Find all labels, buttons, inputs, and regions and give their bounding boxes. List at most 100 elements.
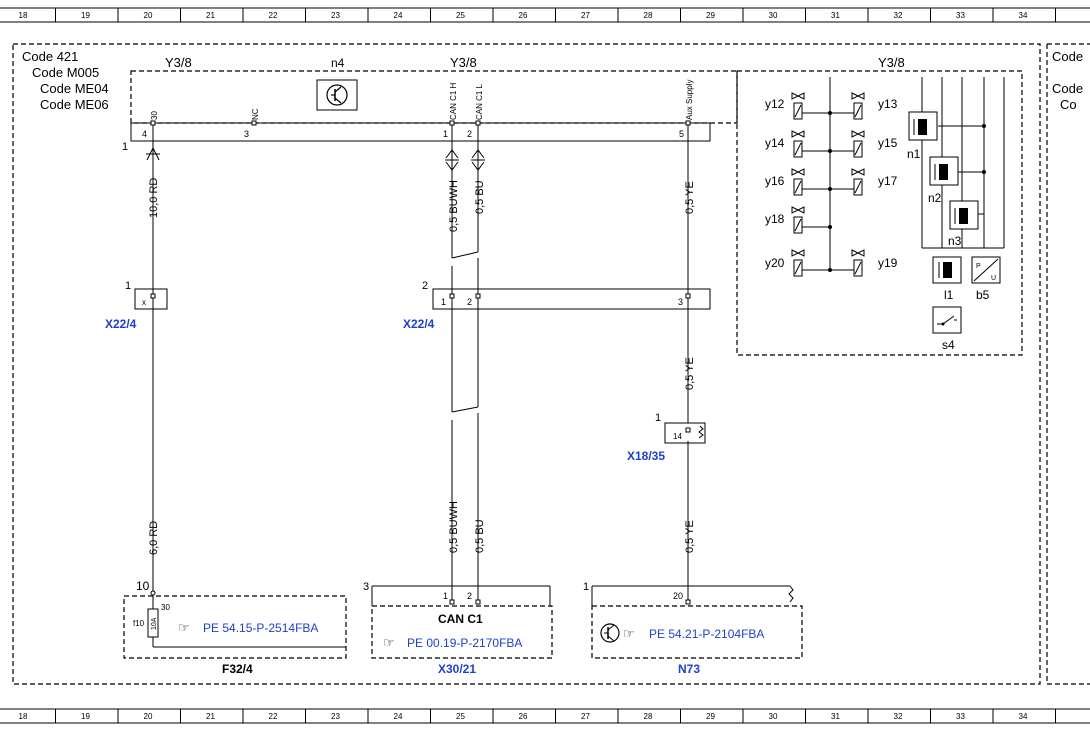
svg-text:l1: l1 <box>944 288 954 302</box>
grid-column-26: 26 <box>519 712 528 721</box>
valve-icon <box>791 206 805 234</box>
hand-pointer-icon: ☞ <box>383 635 395 650</box>
svg-text:1: 1 <box>655 412 661 424</box>
grid-column-32: 32 <box>894 712 903 721</box>
grid-column-30: 30 <box>769 712 778 721</box>
valve-y18: y18 <box>765 212 785 226</box>
valve-y12: y12 <box>765 97 785 111</box>
coil-n2: n2 <box>928 156 959 205</box>
grid-column-20: 20 <box>144 11 153 20</box>
valve-y15: y15 <box>878 136 898 150</box>
svg-text:1: 1 <box>125 280 131 292</box>
svg-text:f10: f10 <box>133 619 145 628</box>
valve-y13: y13 <box>878 97 898 111</box>
grid-column-28: 28 <box>644 11 653 20</box>
f32-label: F32/4 <box>222 662 253 676</box>
grid-column-18: 18 <box>19 712 28 721</box>
grid-column-27: 27 <box>581 712 590 721</box>
pin-label-aux: Aux Supply <box>685 80 694 120</box>
grid-column-19: 19 <box>81 11 90 20</box>
wire-label-buwh-top: 0,5 BUWH <box>448 180 460 232</box>
grid-column-22: 22 <box>269 712 278 721</box>
wire-label-bu-top: 0,5 BU <box>474 180 486 214</box>
grid-column-27: 27 <box>581 11 590 20</box>
transistor-icon <box>600 623 620 643</box>
valve-symbols <box>791 92 865 277</box>
x22-right-label: X22/4 <box>403 317 435 331</box>
plug-arrow-can-h <box>445 149 459 171</box>
grid-column-19: 19 <box>81 712 90 721</box>
valve-y19: y19 <box>878 256 898 270</box>
wire-label-rd-bot: 6,0 RD <box>148 521 160 555</box>
grid-column-24: 24 <box>394 712 403 721</box>
pin-num-4: 4 <box>142 129 147 139</box>
grid-column-18: 18 <box>19 11 28 20</box>
svg-text:U: U <box>991 275 996 282</box>
control-unit-box <box>130 70 738 124</box>
plug-arrow-30 <box>146 146 160 161</box>
hand-pointer-icon: ☞ <box>178 620 190 635</box>
connector-x22-left: 1 x X22/4 <box>105 280 168 331</box>
pin-num-2: 2 <box>467 129 472 139</box>
valve-icon <box>791 249 805 277</box>
valve-y16: y16 <box>765 174 785 188</box>
pin-bar <box>130 122 711 142</box>
code-right-1: Code <box>1052 81 1083 96</box>
connector-x18: 1 14 X18/35 <box>627 412 706 463</box>
y38-label-right: Y3/8 <box>878 55 905 70</box>
svg-text:1: 1 <box>441 297 446 307</box>
valve-y14: y14 <box>765 136 785 150</box>
code-label-1: Code M005 <box>32 65 99 80</box>
svg-text:30: 30 <box>161 603 170 612</box>
valve-icon <box>791 168 805 196</box>
svg-text:n3: n3 <box>948 234 962 248</box>
svg-text:2: 2 <box>422 280 428 292</box>
grid-column-31: 31 <box>831 11 840 20</box>
module-box-n73: 1 20 ☞ PE 54.21-P-2104FBA N73 <box>583 581 803 676</box>
svg-text:b5: b5 <box>976 288 990 302</box>
svg-text:3: 3 <box>363 581 369 593</box>
ref-link-n73: PE 54.21-P-2104FBA <box>649 627 764 641</box>
svg-text:10A: 10A <box>151 617 158 630</box>
svg-text:x: x <box>142 298 146 307</box>
valve-y20: y20 <box>765 256 785 270</box>
right-frame <box>1046 43 1090 685</box>
component-l1: l1 <box>932 256 962 302</box>
wire-label-buwh-bot: 0,5 BUWH <box>448 501 460 553</box>
grid-column-23: 23 <box>331 11 340 20</box>
connector-x22-right: 2 1 2 3 X22/4 <box>403 280 711 331</box>
y38-label-left: Y3/8 <box>165 55 192 70</box>
svg-text:1: 1 <box>583 581 589 593</box>
wire-label-bu-bot: 0,5 BU <box>474 519 486 553</box>
code-right-0: Code <box>1052 49 1083 64</box>
code-right-2: Co <box>1060 97 1077 112</box>
valve-icon <box>851 249 865 277</box>
grid-column-34: 34 <box>1019 11 1028 20</box>
y38-label-mid: Y3/8 <box>450 55 477 70</box>
wire-label-rd-top: 10,0 RD <box>148 178 160 218</box>
switch-s4: s4 <box>932 306 962 352</box>
fuse-box-f32: 10 10A f10 30 ☞ PE 54.15-P-2514FBA F32/4 <box>123 579 347 676</box>
grid-column-24: 24 <box>394 11 403 20</box>
grid-column-21: 21 <box>206 712 215 721</box>
svg-text:20: 20 <box>673 591 683 601</box>
grid-column-20: 20 <box>144 712 153 721</box>
grid-column-30: 30 <box>769 11 778 20</box>
grid-column-29: 29 <box>706 11 715 20</box>
svg-text:CAN C1: CAN C1 <box>438 612 483 626</box>
grid-column-29: 29 <box>706 712 715 721</box>
ref-link-f32: PE 54.15-P-2514FBA <box>203 621 318 635</box>
grid-column-28: 28 <box>644 712 653 721</box>
wires <box>152 125 689 602</box>
pin-label-30: 30 <box>150 111 159 120</box>
pin-num-1: 1 <box>443 129 448 139</box>
grid-column-33: 33 <box>956 11 965 20</box>
pin-num-3: 3 <box>244 129 249 139</box>
grid-column-32: 32 <box>894 11 903 20</box>
wire-label-ye-2: 0,5 YE <box>684 357 696 390</box>
svg-text:3: 3 <box>678 297 683 307</box>
wire-label-ye-3: 0,5 YE <box>684 520 696 553</box>
valve-icon <box>851 168 865 196</box>
svg-text:s4: s4 <box>942 338 955 352</box>
